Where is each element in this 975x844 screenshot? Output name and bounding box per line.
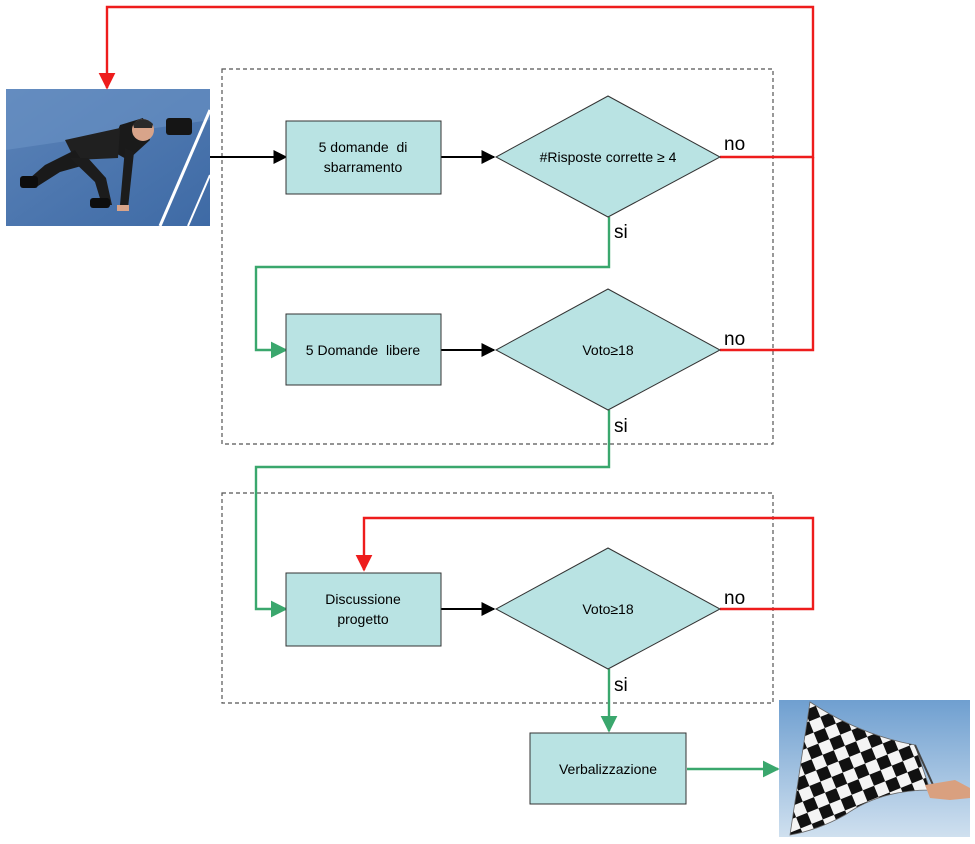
end-image-checkered-flag bbox=[779, 700, 970, 837]
node-recording-label: Verbalizzazione bbox=[559, 761, 657, 777]
node-barrier-questions: 5 domande di sbarramento bbox=[285, 120, 442, 195]
node-free-questions-label: 5 Domande libere bbox=[306, 342, 421, 358]
edge-label-no-2: no bbox=[724, 329, 745, 350]
arrow-no-retry-discussion bbox=[355, 516, 815, 611]
node-barrier-questions-line1: 5 domande di bbox=[319, 139, 408, 155]
decision-grade-written-label: Voto≥18 bbox=[582, 342, 633, 358]
decision-correct-answers: #Risposte corrette ≥ 4 bbox=[494, 95, 722, 218]
decision-grade-written: Voto≥18 bbox=[494, 288, 722, 411]
decision-grade-project-label: Voto≥18 bbox=[582, 601, 633, 617]
decision-grade-project: Voto≥18 bbox=[494, 547, 722, 670]
node-project-discussion: Discussione progetto bbox=[285, 572, 442, 647]
arrow-no-retry-from-grade1 bbox=[720, 157, 815, 352]
edge-label-si-2: si bbox=[614, 416, 628, 437]
arrow-si-to-free-questions bbox=[254, 217, 611, 359]
arrow-si-to-discussion bbox=[254, 410, 611, 618]
arrow-no-retry-from-correct bbox=[98, 5, 815, 159]
node-free-questions: 5 Domande libere bbox=[285, 313, 442, 386]
group-box-project-exam bbox=[221, 492, 774, 704]
edge-label-no-1: no bbox=[724, 134, 745, 155]
node-barrier-questions-line2: sbarramento bbox=[324, 159, 403, 175]
node-project-discussion-line1: Discussione bbox=[325, 591, 401, 607]
start-image-sprinter bbox=[6, 89, 212, 227]
edge-label-si-1: si bbox=[614, 222, 628, 243]
group-box-written-exam bbox=[221, 68, 774, 445]
edge-label-si-3: si bbox=[614, 675, 628, 696]
node-project-discussion-line2: progetto bbox=[337, 611, 389, 627]
decision-correct-answers-label: #Risposte corrette ≥ 4 bbox=[540, 149, 677, 165]
edge-label-no-3: no bbox=[724, 588, 745, 609]
node-recording: Verbalizzazione bbox=[529, 732, 687, 805]
